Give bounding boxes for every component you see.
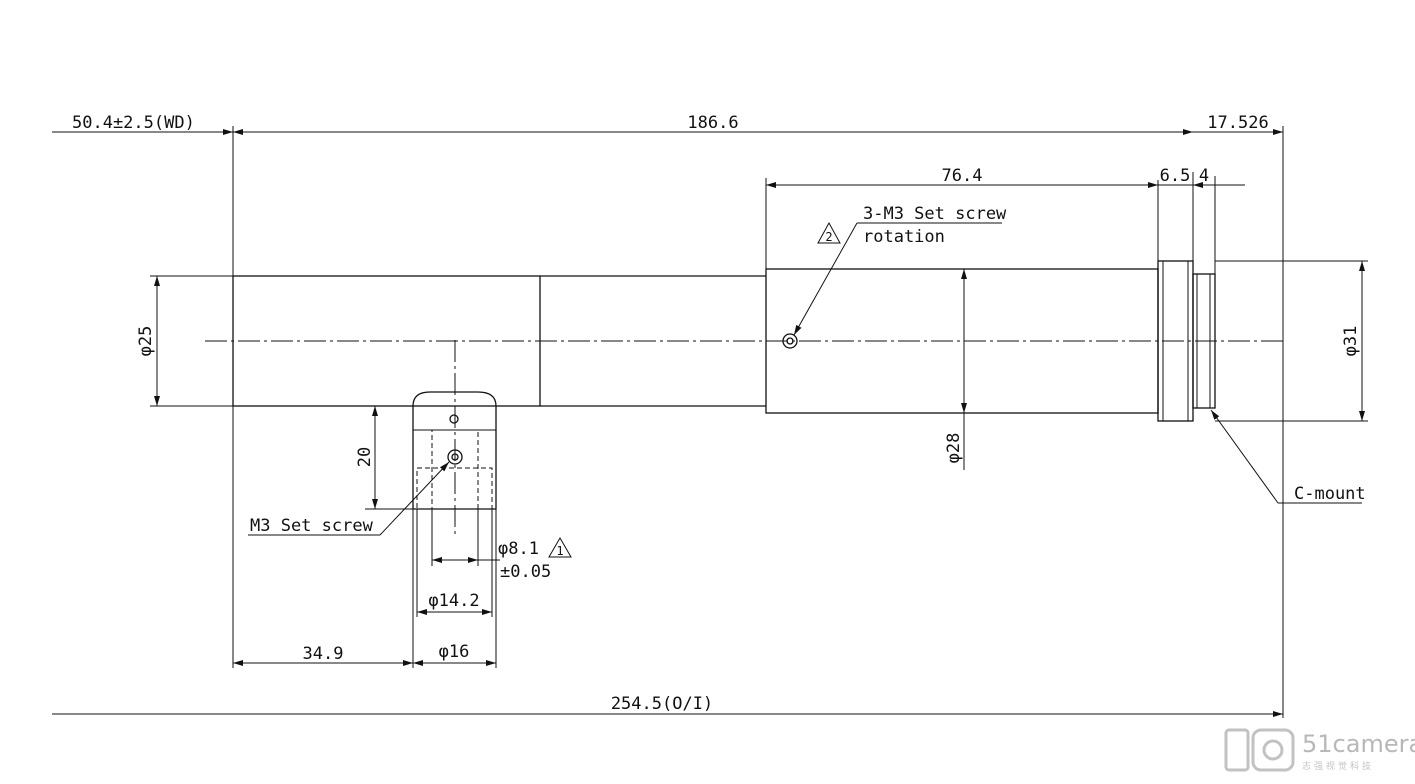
barrel-set-screw — [782, 333, 798, 349]
revision-flag-1: 1 — [548, 537, 572, 558]
dim-port-outer: φ16 — [439, 642, 470, 662]
dim-dia-front: φ25 — [136, 326, 156, 357]
note-c-mount: C-mount — [1294, 484, 1366, 504]
side-port — [412, 340, 497, 535]
dim-dia-mount: φ31 — [1341, 326, 1361, 357]
dim-barrel-length: 76.4 — [942, 166, 983, 186]
svg-text:志强视觉科技: 志强视觉科技 — [1302, 760, 1374, 772]
note-set-screw: M3 Set screw — [250, 516, 374, 536]
dim-rear: 17.526 — [1207, 113, 1268, 133]
svg-text:1: 1 — [556, 544, 563, 558]
revision-flag-2: 2 — [817, 221, 841, 244]
watermark-logo-icon — [1224, 728, 1295, 772]
dim-port-height: 20 — [355, 447, 375, 467]
port-screw-top — [449, 414, 459, 424]
dimension-lines — [52, 129, 1365, 717]
dim-flange-a: 6.5 — [1160, 166, 1191, 186]
svg-text:2: 2 — [825, 230, 832, 244]
extension-lines — [150, 126, 1368, 718]
dim-overall: 254.5(O/I) — [611, 694, 713, 714]
dim-length-main: 186.6 — [687, 113, 738, 133]
dim-port-inner: φ14.2 — [428, 591, 479, 611]
dim-wd: 50.4±2.5(WD) — [72, 113, 195, 133]
note-set-screw-3: 3-M3 Set screw — [863, 204, 1007, 224]
dim-port-bore: φ8.1 — [498, 539, 539, 559]
dim-port-bore-tol: ±0.05 — [500, 562, 551, 582]
lens-body — [205, 260, 1285, 422]
dim-flange-b: 4 — [1199, 166, 1209, 186]
note-rotation: rotation — [863, 227, 945, 247]
leader-lines — [248, 222, 1362, 536]
port-screw — [447, 449, 463, 465]
svg-text:51camera: 51camera — [1302, 730, 1415, 758]
watermark: 51camera 志强视觉科技 — [1224, 728, 1415, 772]
dim-dia-barrel: φ28 — [944, 433, 964, 464]
dim-port-offset: 34.9 — [303, 644, 344, 664]
